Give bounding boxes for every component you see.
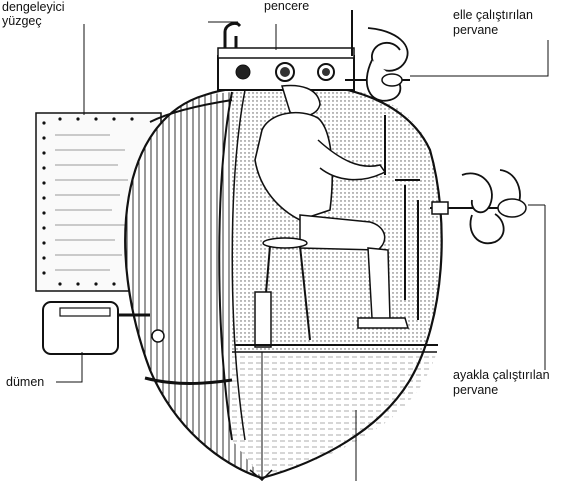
label-rudder: dümen (6, 375, 45, 389)
leader-lines (56, 21, 549, 481)
label-stabilizer-fin-line1: dengeleyici (2, 0, 65, 14)
operator-figure (235, 84, 438, 348)
label-foot-propeller-line1: ayakla çalıştırılan (453, 368, 550, 382)
label-foot-propeller-line2: pervane (453, 383, 499, 397)
ballast-water (232, 352, 437, 478)
label-window: pencere (264, 0, 310, 13)
label-stabilizer-fin-line2: yüzgeç (2, 14, 42, 28)
rudder (42, 301, 165, 355)
label-hand-propeller-line1: elle çalıştırılan (453, 8, 533, 22)
label-hand-propeller-line2: pervane (453, 23, 499, 37)
hand-propeller (345, 27, 410, 102)
conning-tower (217, 10, 355, 91)
foot-propeller (430, 169, 527, 245)
